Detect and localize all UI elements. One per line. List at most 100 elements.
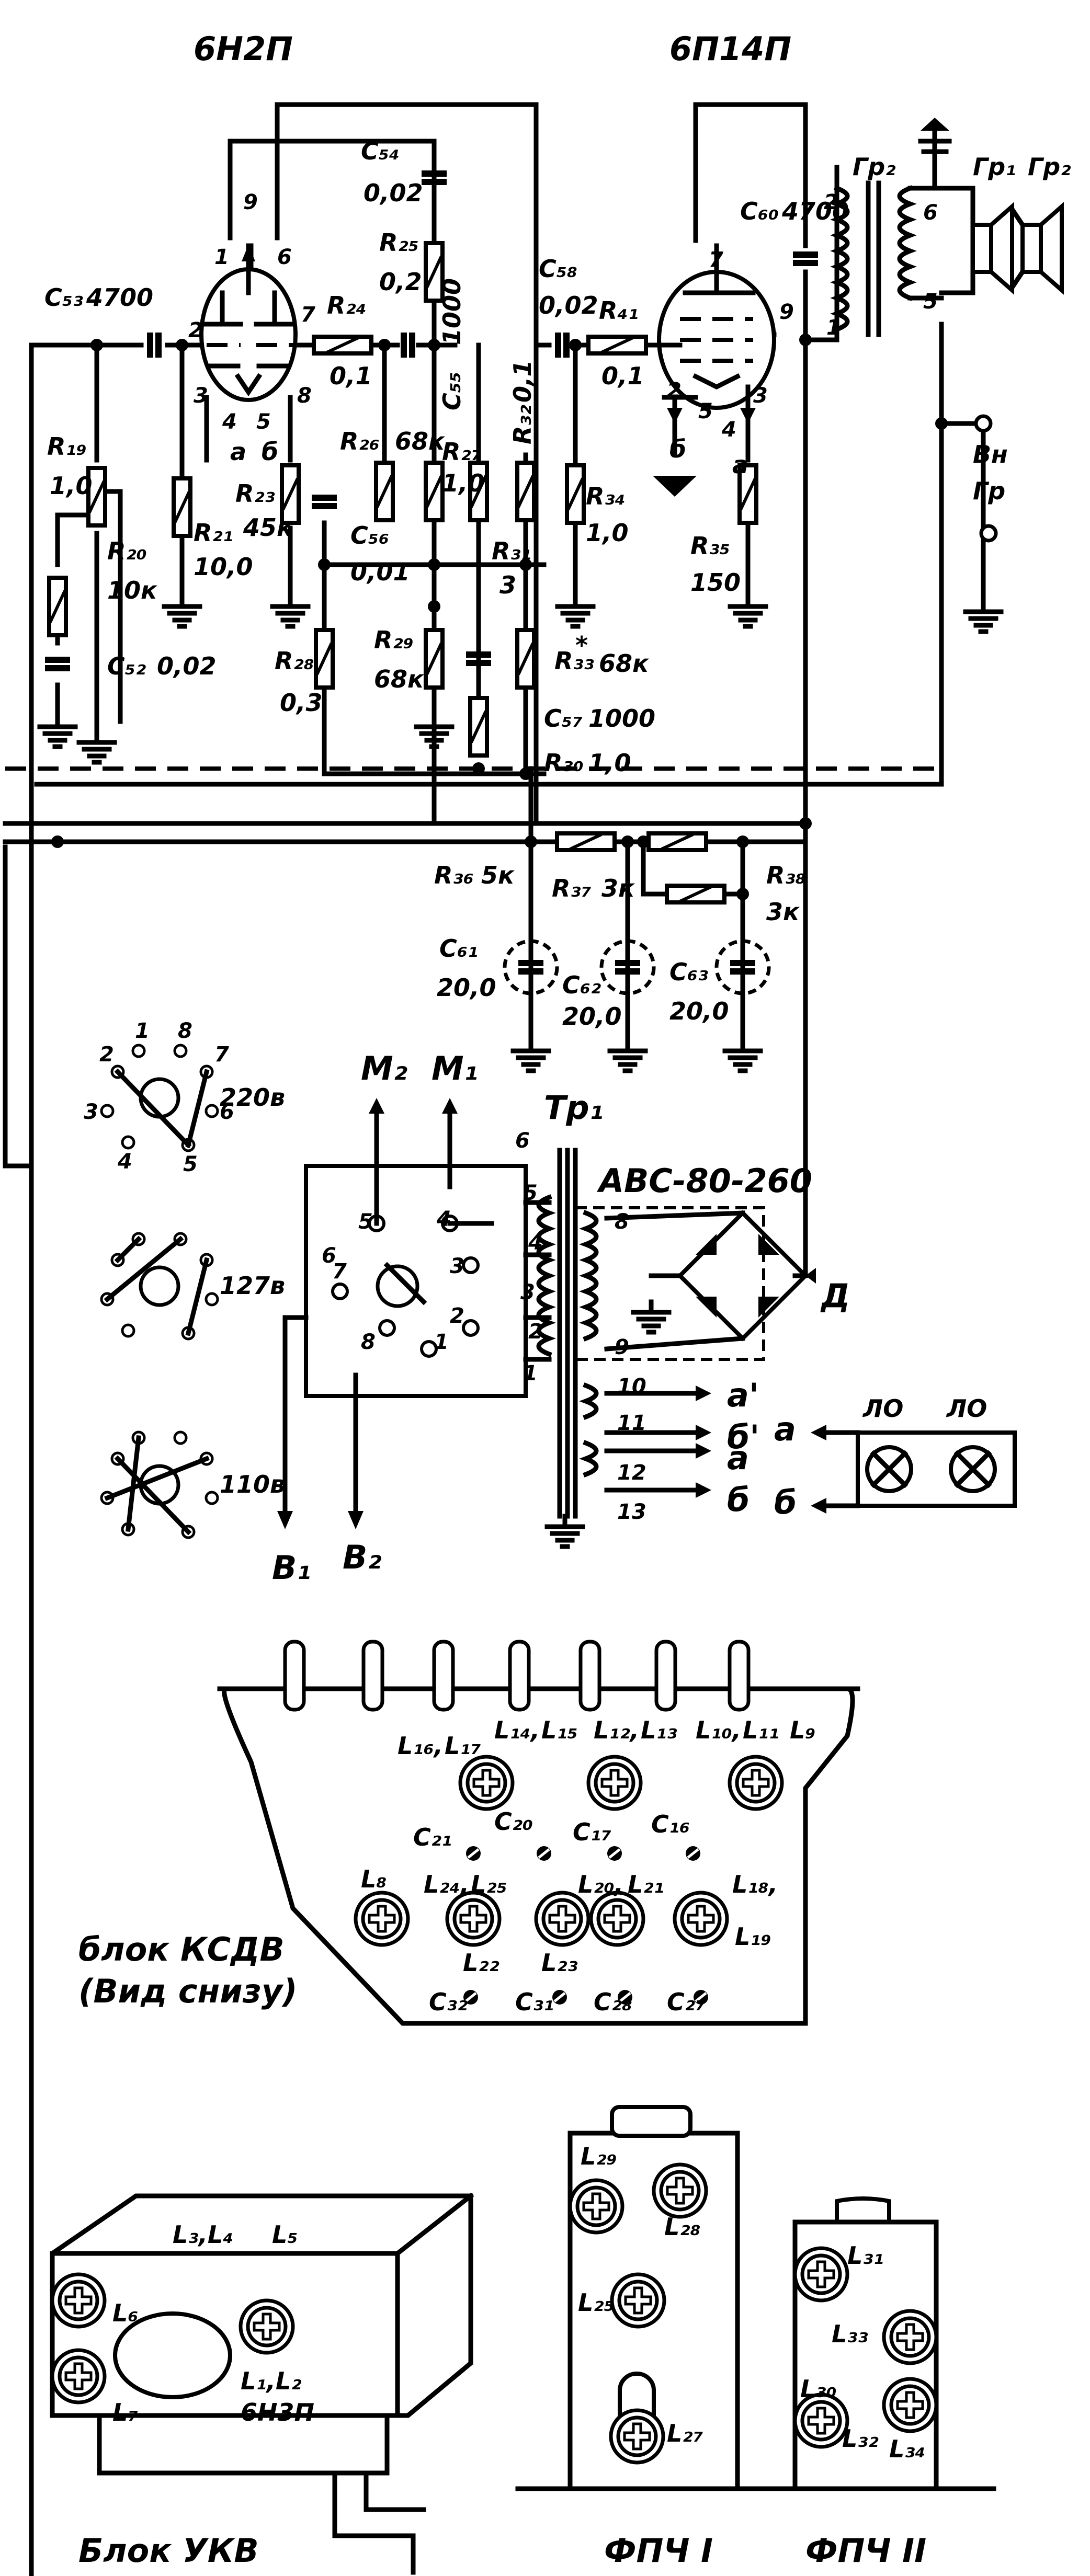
ukv-label: L₁,L₂ bbox=[241, 2367, 301, 2395]
label: б' bbox=[727, 1418, 759, 1456]
label: АВС-80-260 bbox=[596, 1162, 812, 1200]
pin: 4 bbox=[528, 1231, 543, 1255]
label: 1,0 bbox=[442, 469, 485, 497]
label: 3 bbox=[499, 571, 516, 599]
pin: 7 bbox=[709, 248, 723, 272]
r37 bbox=[649, 833, 706, 850]
c53 bbox=[150, 333, 158, 358]
pin: 2 bbox=[824, 190, 838, 214]
pin: 6 bbox=[322, 1244, 336, 1268]
junction-dots bbox=[51, 334, 948, 900]
ksdv-label: L₂₄, bbox=[424, 1870, 469, 1898]
label: 4700 bbox=[86, 283, 153, 312]
pin: 11 bbox=[617, 1411, 646, 1435]
pin: 4 bbox=[436, 1207, 451, 1231]
pin: 8 bbox=[178, 1019, 192, 1043]
label: R₄₁ bbox=[599, 296, 639, 325]
fpch1-label: L₂₅ bbox=[578, 2288, 615, 2317]
r32 bbox=[517, 463, 534, 520]
ksdv-label: L₈ bbox=[361, 1865, 387, 1893]
tube2-title: 6П14П bbox=[669, 30, 791, 68]
pin: 3 bbox=[450, 1254, 464, 1278]
ksdv-label: L₁₆, bbox=[398, 1732, 443, 1760]
ksdv-block bbox=[217, 1640, 860, 2026]
fpch1-label: L₂₉ bbox=[581, 2142, 617, 2170]
label: М₂ bbox=[361, 1049, 407, 1087]
pin: 5 bbox=[183, 1152, 198, 1176]
ksdv-label: C₂₀ bbox=[494, 1807, 533, 1836]
fpch2-title: ФПЧ II bbox=[805, 2532, 926, 2570]
ksdv-label: L₂₃ bbox=[541, 1949, 578, 1977]
pin: 4 bbox=[721, 418, 736, 442]
ksdv-label: L₁₁ bbox=[743, 1716, 779, 1744]
label: а bbox=[774, 1410, 796, 1448]
label: R₂₆ bbox=[340, 427, 380, 455]
ksdv-label: L₂₅ bbox=[471, 1870, 507, 1898]
plug-127 bbox=[100, 1232, 219, 1341]
ground bbox=[610, 1040, 645, 1071]
power-section bbox=[277, 1098, 1017, 1529]
pin: 6 bbox=[277, 245, 292, 269]
fpch2-label: L₃₂ bbox=[842, 2424, 879, 2453]
ksdv-label: L₂₁ bbox=[628, 1870, 664, 1898]
label: R₃₄ bbox=[586, 482, 626, 510]
ukv-block bbox=[50, 2192, 474, 2575]
label: 0,1 bbox=[508, 360, 537, 403]
pin: 9 bbox=[779, 300, 794, 324]
label: R₃₇ bbox=[552, 874, 592, 902]
r20-lower bbox=[49, 578, 66, 635]
label: Гр bbox=[973, 477, 1005, 505]
fpch1-block bbox=[515, 2105, 996, 2491]
r38 bbox=[667, 886, 724, 902]
ground bbox=[79, 732, 115, 762]
label: 20,0 bbox=[562, 1002, 622, 1031]
label: 0,3 bbox=[280, 689, 323, 717]
r27 bbox=[426, 463, 442, 520]
pin: 2 bbox=[450, 1304, 464, 1328]
label: C₅₃ bbox=[44, 283, 83, 312]
label: Вн bbox=[973, 440, 1008, 468]
label: C₆₀ bbox=[740, 197, 779, 225]
pin: 6 bbox=[220, 1100, 234, 1124]
label: 1,0 bbox=[588, 749, 631, 777]
label: * bbox=[575, 631, 588, 659]
label: а bbox=[732, 451, 748, 479]
ksdv-label: C₁₆ bbox=[651, 1810, 690, 1838]
pin: 9 bbox=[615, 1335, 629, 1359]
r21 bbox=[174, 478, 190, 536]
c62-cap bbox=[599, 939, 656, 995]
label: 5к bbox=[481, 861, 515, 889]
ground bbox=[164, 596, 200, 626]
label: В₁ bbox=[272, 1549, 311, 1587]
label: R₂₅ bbox=[379, 228, 419, 257]
tube1-title: 6Н2П bbox=[194, 30, 293, 68]
fpch1-label: L₂₈ bbox=[664, 2213, 701, 2241]
label: а bbox=[230, 438, 246, 466]
label: R₃₃ bbox=[554, 647, 594, 675]
pin: 2 bbox=[99, 1043, 114, 1067]
pin: 10 bbox=[617, 1375, 646, 1399]
label: 20,0 bbox=[437, 974, 496, 1002]
ksdv-label: C₂₈ bbox=[594, 1988, 632, 2016]
c63-cap bbox=[714, 939, 771, 995]
label: 68к bbox=[599, 649, 650, 678]
pin: 3 bbox=[520, 1280, 535, 1304]
ukv-label: L₇ bbox=[112, 2398, 138, 2426]
ksdv-title: блок КСДВ bbox=[78, 1930, 285, 1968]
label: М₁ bbox=[432, 1049, 478, 1087]
ksdv-label: L₉ bbox=[790, 1716, 815, 1744]
ground bbox=[416, 716, 452, 747]
ground bbox=[730, 596, 766, 626]
label: C₅₅ bbox=[438, 372, 466, 410]
label: R₂₄ bbox=[327, 291, 367, 319]
label: 0,1 bbox=[601, 362, 644, 390]
output-transformer bbox=[830, 180, 944, 337]
label: C₅₈ bbox=[539, 255, 577, 283]
pin: 7 bbox=[214, 1043, 229, 1067]
plug-220 bbox=[100, 1044, 219, 1152]
c55 bbox=[404, 333, 412, 358]
label: 20,0 bbox=[669, 997, 729, 1025]
label: Гр₁ bbox=[973, 153, 1016, 181]
ksdv-label: L₁₅ bbox=[541, 1716, 578, 1744]
